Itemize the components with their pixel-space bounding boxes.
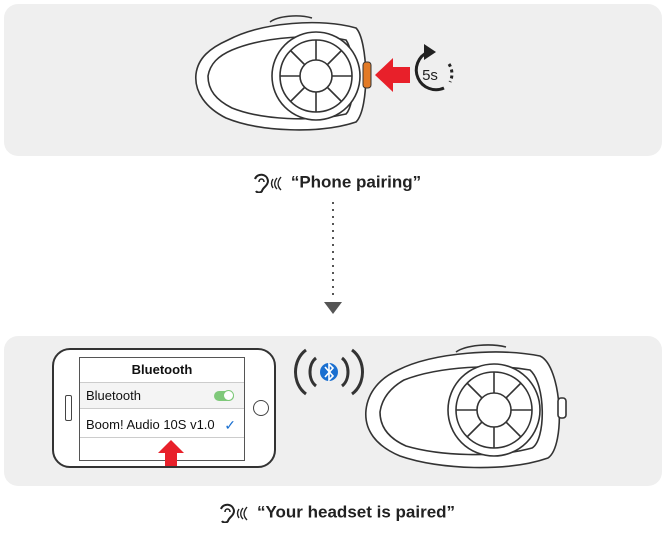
bluetooth-toggle-label: Bluetooth [86,388,141,403]
voice-prompt-phone-pairing: “Phone pairing” [0,172,670,193]
voice-prompt-text: “Phone pairing” [290,172,422,192]
voice-prompt-text: “Your headset is paired” [256,502,456,522]
bluetooth-settings-title: Bluetooth [80,358,244,383]
ear-sound-icon [220,503,248,523]
red-arrow-icon [375,58,410,92]
down-arrow-icon [324,302,342,314]
rotate-timer-icon [414,44,454,92]
hold-duration-label: 5s [422,67,438,84]
headset-bottom [365,344,567,469]
headset-top [195,15,367,131]
phone-screen: Bluetooth Bluetooth Boom! Audio 10S v1.0… [79,357,245,461]
ear-sound-icon [253,173,282,193]
phone: Bluetooth Bluetooth Boom! Audio 10S v1.0… [52,348,276,468]
bluetooth-toggle[interactable] [214,390,234,401]
voice-prompt-headset-paired: “Your headset is paired” [0,502,670,523]
bluetooth-toggle-row[interactable]: Bluetooth [80,383,244,409]
check-icon: ✓ [224,417,236,433]
paired-device-row[interactable]: Boom! Audio 10S v1.0 ✓ [80,412,244,438]
phone-speaker-slot [65,395,72,421]
phone-home-button [253,400,269,416]
phone-button-orange [362,61,372,89]
bluetooth-signal-icon [294,348,364,396]
device-name: Boom! Audio 10S v1.0 [86,417,215,432]
